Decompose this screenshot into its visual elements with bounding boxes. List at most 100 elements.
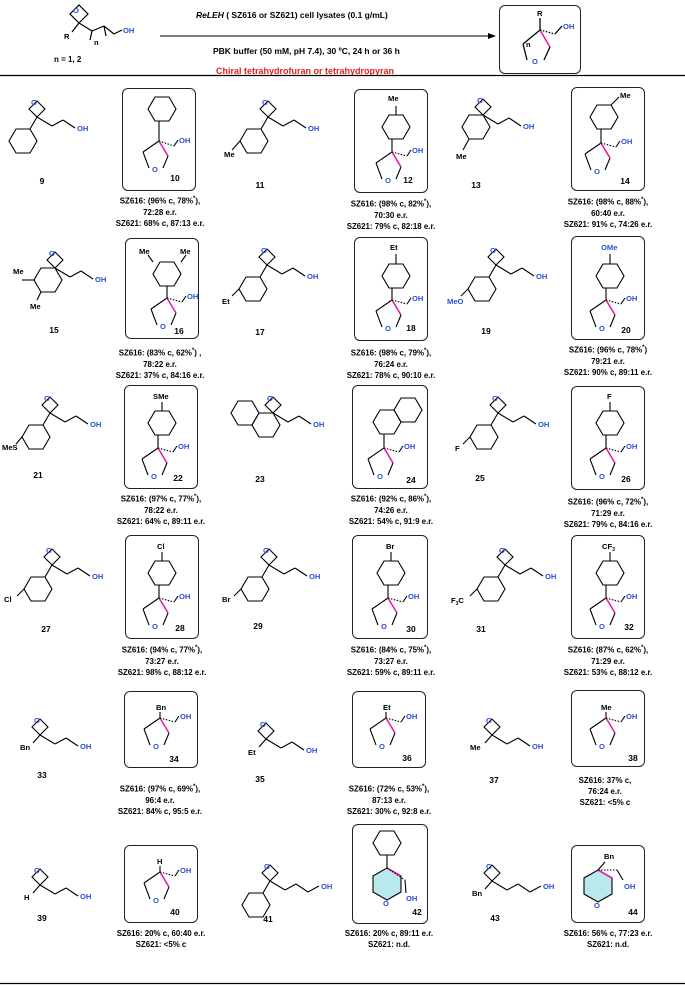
product-box-38: [571, 690, 645, 767]
svg-text:O: O: [594, 167, 600, 176]
svg-text:OH: OH: [180, 866, 191, 875]
svg-text:OH: OH: [179, 136, 190, 145]
compound-number-24: 24: [406, 475, 416, 485]
svg-text:O: O: [34, 866, 40, 875]
result-line: 78:22 e.r.: [143, 359, 177, 369]
svg-text:Br: Br: [222, 595, 230, 604]
general-product-O: O: [532, 57, 538, 66]
compound-number-20: 20: [621, 325, 631, 335]
substrate-29: [233, 548, 308, 602]
results-24: SZ616: (92% c, 86%*), 74:26 e.r. SZ621: …: [316, 492, 466, 527]
result-line: SZ616: (98% c, 79%*),: [350, 348, 432, 358]
result-line: 70:30 e.r.: [374, 210, 408, 220]
product-structure-36: [369, 712, 406, 746]
result-line: 78:22 e.r.: [144, 505, 178, 515]
svg-text:Bn: Bn: [20, 743, 30, 752]
result-line: SZ621: n.d.: [586, 940, 630, 949]
svg-text:OH: OH: [90, 420, 101, 429]
result-line: 87:13 e.r.: [372, 795, 406, 805]
result-line: 74:26 e.r.: [374, 505, 408, 515]
svg-text:OH: OH: [178, 442, 189, 451]
substrate-11: [231, 100, 307, 154]
svg-text:O: O: [385, 176, 391, 185]
compound-number-35: 35: [255, 774, 265, 784]
svg-text:OH: OH: [321, 882, 332, 891]
svg-text:F: F: [455, 444, 460, 453]
product-structure-24: [367, 397, 423, 476]
result-line: SZ616: (96% c, 78%*),: [119, 196, 201, 206]
results-28: SZ616: (94% c, 77%*), 73:27 e.r. SZ621: …: [87, 643, 237, 678]
svg-text:O: O: [381, 622, 387, 631]
result-line: SZ621: 91% c, 74:26 e.r.: [563, 219, 653, 229]
svg-text:O: O: [31, 98, 37, 107]
result-line: SZ621: 64% c, 89:11 e.r.: [116, 516, 206, 526]
svg-text:O: O: [594, 901, 600, 910]
results-10: SZ616: (96% c, 78%*), 72:28 e.r. SZ621: …: [85, 194, 235, 229]
svg-text:OH: OH: [92, 572, 103, 581]
compound-number-40: 40: [170, 907, 180, 917]
result-line: 71:29 e.r.: [591, 508, 625, 518]
svg-text:Me: Me: [224, 150, 235, 159]
result-line: SZ616: (96% c, 72%*),: [567, 497, 649, 507]
result-line: SZ616: 37% c,: [578, 776, 632, 785]
product-box-24: [352, 385, 428, 489]
results-16: SZ616: (83% c, 62%*) , 78:22 e.r. SZ621:…: [85, 346, 235, 381]
svg-text:O: O: [385, 324, 391, 333]
product-structure-26: [589, 402, 626, 476]
svg-text:Me: Me: [601, 703, 612, 712]
svg-text:OH: OH: [532, 742, 543, 751]
reaction-arrowhead: [488, 33, 496, 39]
svg-text:Cl: Cl: [4, 595, 12, 604]
svg-text:OH: OH: [406, 894, 417, 903]
svg-text:O: O: [383, 899, 389, 908]
compound-number-28: 28: [175, 623, 185, 633]
product-structure-34: [143, 712, 180, 746]
substrate-19: [460, 248, 535, 302]
result-line: SZ621: n.d.: [367, 940, 411, 949]
svg-text:O: O: [499, 546, 505, 555]
svg-text:OH: OH: [408, 592, 419, 601]
svg-text:OMe: OMe: [601, 243, 617, 252]
result-line: SZ621: 84% c, 95:5 e.r.: [117, 806, 203, 816]
results-22: SZ616: (97% c, 77%*), 78:22 e.r. SZ621: …: [86, 492, 236, 527]
result-line: SZ621: 68% c, 87:13 e.r.: [115, 218, 205, 228]
svg-text:Et: Et: [222, 297, 230, 306]
svg-text:H: H: [157, 857, 162, 866]
substrate-27: [16, 548, 91, 602]
result-line: SZ621: 30% c, 92:8 e.r.: [346, 806, 432, 816]
result-line: SZ621: 78% c, 90:10 e.r.: [346, 370, 436, 380]
svg-text:O: O: [477, 96, 483, 105]
product-structure-14: [584, 96, 621, 171]
results-44: SZ616: 56% c, 77:23 e.r. SZ621: n.d.: [533, 928, 683, 950]
substrate-23: [230, 396, 312, 438]
svg-text:OH: OH: [95, 275, 106, 284]
results-42: SZ616: 20% c, 89:11 e.r. SZ621: n.d.: [314, 928, 464, 950]
product-box-30: [352, 535, 428, 639]
compound-number-15: 15: [49, 325, 59, 335]
result-line: SZ621: 54% c, 91:9 e.r.: [348, 516, 434, 526]
svg-text:Me: Me: [620, 91, 631, 100]
general-substrate: [69, 4, 123, 41]
svg-text:OH: OH: [308, 124, 319, 133]
svg-text:O: O: [263, 546, 269, 555]
compound-number-42: 42: [412, 907, 422, 917]
product-box-22: [124, 385, 198, 489]
svg-text:OH: OH: [313, 420, 324, 429]
svg-text:O: O: [599, 622, 605, 631]
svg-text:OH: OH: [80, 742, 91, 751]
svg-text:O: O: [262, 98, 268, 107]
results-14: SZ616: (98% c, 88%*), 60:40 e.r. SZ621: …: [533, 195, 683, 230]
general-product: [522, 18, 563, 61]
svg-text:OH: OH: [77, 124, 88, 133]
svg-text:Et: Et: [383, 703, 391, 712]
product-box-16: [125, 238, 199, 339]
result-line: SZ621: 79% c, 84:16 e.r.: [563, 519, 653, 529]
svg-text:O: O: [153, 742, 159, 751]
svg-text:OH: OH: [536, 272, 547, 281]
compound-number-22: 22: [173, 473, 183, 483]
compound-number-43: 43: [490, 913, 500, 923]
result-line: SZ621: 53% c, 88:12 e.r.: [563, 667, 653, 677]
svg-text:OH: OH: [180, 712, 191, 721]
svg-text:H: H: [24, 893, 29, 902]
n-values-label: n = 1, 2: [54, 55, 82, 64]
